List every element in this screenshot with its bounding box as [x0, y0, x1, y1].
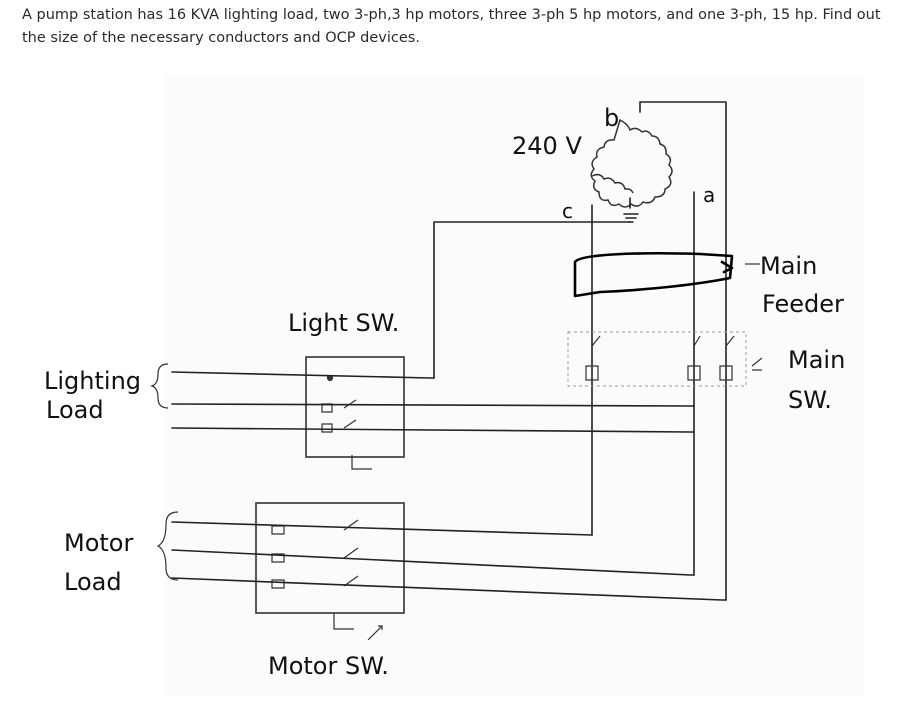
motor-switch-label: Motor SW.	[268, 652, 389, 680]
phase-a-label: a	[703, 183, 715, 207]
motor-load-label-line2: Load	[64, 568, 122, 596]
problem-statement: A pump station has 16 KVA lighting load,…	[22, 7, 881, 46]
main-feeder-arrow	[720, 260, 734, 274]
lighting-load-label-line2: Load	[46, 396, 104, 424]
lighting-load-wires	[171, 371, 695, 433]
main-feeder-sketch	[573, 251, 734, 298]
motor-load-brace	[156, 511, 179, 581]
main-feeder-label-line2: Feeder	[762, 290, 844, 318]
light-switch-label: Light SW.	[288, 309, 399, 337]
phase-b-label: b	[604, 104, 619, 132]
lighting-load-brace	[150, 363, 169, 409]
main-switch-box	[567, 331, 747, 387]
phase-c-label: c	[562, 199, 573, 223]
voltage-label: 240 V	[512, 132, 582, 160]
main-switch-blades	[585, 335, 763, 381]
light-switch-contacts	[321, 374, 372, 470]
light-feed-wire	[433, 221, 631, 379]
light-switch-box	[305, 356, 405, 458]
feeder-top-wire	[639, 101, 727, 601]
figure-background	[165, 75, 865, 695]
motor-load-wires	[171, 521, 727, 601]
lighting-load-label-line1: Lighting	[44, 367, 141, 395]
motor-switch-box	[255, 502, 405, 614]
main-feeder-label-line1: Main	[760, 252, 817, 280]
motor-load-label-line1: Motor	[64, 529, 133, 557]
main-switch-label-line2: SW.	[788, 386, 832, 414]
main-switch-label-line1: Main	[788, 346, 845, 374]
transformer-coils	[590, 118, 673, 223]
